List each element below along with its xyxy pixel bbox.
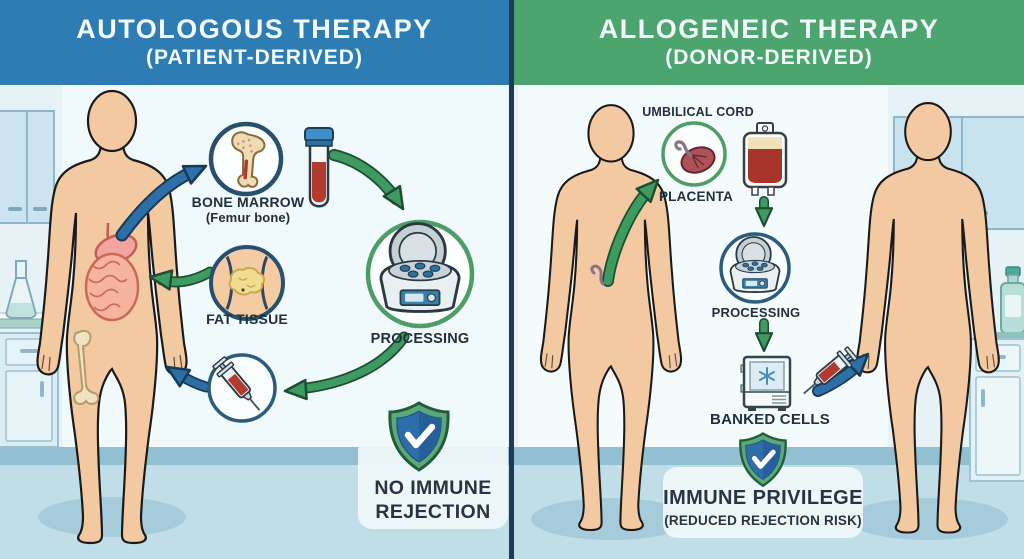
badge-card-left: [358, 437, 508, 529]
arrow-processing-to-freezer: [754, 318, 774, 353]
processing-circle-right: [719, 232, 791, 304]
panel-divider: [509, 0, 514, 559]
bone-marrow-icon: [231, 131, 266, 188]
donor-shadow: [531, 498, 691, 540]
bone-marrow-label: BONE MARROW (Femur bone): [191, 194, 305, 225]
digestive-organs-icon: [84, 222, 140, 322]
arrow-donor-to-placenta: [590, 172, 667, 287]
bone-marrow-circle: [208, 121, 284, 197]
fat-tissue-circle: [209, 245, 285, 321]
femur-bone-overlay-icon: [73, 329, 100, 406]
blood-tube-icon: [304, 127, 334, 208]
arrow-syringe-to-body: [160, 357, 212, 393]
freezer-icon: [740, 355, 792, 411]
flask-icon: [5, 260, 37, 319]
badge-card-right: [663, 467, 863, 538]
arrow-body-to-bone-marrow: [115, 156, 212, 242]
recipient-shadow: [848, 498, 1008, 540]
processing-label-left: PROCESSING: [370, 331, 470, 347]
arrow-cells-to-recipient: [812, 346, 876, 397]
banked-cells-label: BANKED CELLS: [710, 411, 830, 428]
arrow-processing-to-syringe: [283, 331, 410, 402]
processing-label-right: PROCESSING: [711, 305, 801, 320]
placenta-label: PLACENTA: [658, 189, 734, 204]
arrow-bag-to-processing: [754, 196, 774, 228]
left-panel-header: AUTOLOGOUS THERAPY (PATIENT-DERIVED): [0, 0, 509, 85]
right-panel-subtitle: (DONOR-DERIVED): [665, 45, 873, 69]
fat-tissue-icon: [223, 252, 271, 314]
snowflake-icon: [759, 367, 775, 385]
placenta-icon: [674, 140, 716, 174]
placenta-circle: [661, 121, 727, 187]
left-panel-subtitle: (PATIENT-DERIVED): [146, 45, 363, 69]
lab-counter-left: [0, 260, 65, 448]
immune-privilege-badge: IMMUNE PRIVILEGE (REDUCED REJECTION RISK…: [663, 487, 863, 528]
arrow-fat-to-body: [147, 266, 216, 291]
patient-body: [36, 89, 188, 545]
right-panel-title: ALLOGENEIC THERAPY: [598, 14, 940, 45]
no-immune-rejection-badge: NO IMMUNE REJECTION: [374, 477, 492, 523]
left-panel-title: AUTOLOGOUS THERAPY: [76, 14, 433, 45]
arrow-tube-to-processing: [328, 149, 413, 216]
syringe-circle-left: [207, 353, 277, 423]
umbilical-cord-label: UMBILICAL CORD: [642, 105, 754, 119]
right-panel-header: ALLOGENEIC THERAPY (DONOR-DERIVED): [514, 0, 1024, 85]
bottle-icon: [1000, 266, 1024, 334]
blood-bag-icon: [742, 122, 788, 196]
wall-cabinet-left: [0, 110, 55, 224]
processing-circle-left: [365, 219, 475, 329]
patient-shadow: [38, 497, 186, 537]
umbilical-cord-squiggle: [590, 264, 605, 286]
fat-tissue-label: FAT TISSUE: [206, 311, 288, 327]
